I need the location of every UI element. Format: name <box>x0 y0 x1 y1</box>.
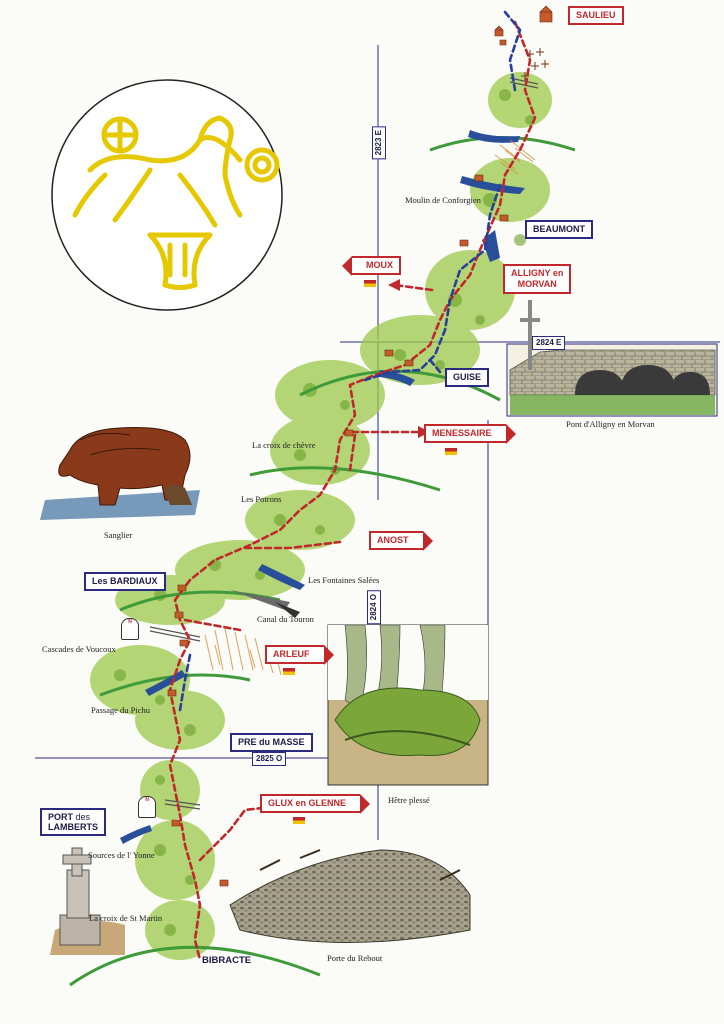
label-canal: Canal du Touron <box>257 614 314 624</box>
sign-port-line1: PORT <box>48 812 74 822</box>
flag-arleuf <box>283 668 295 675</box>
sign-alligny-line1: ALLIGNY en <box>511 268 564 278</box>
label-moulin: Moulin de Conforgien <box>405 195 481 205</box>
road-crossings <box>149 77 539 810</box>
label-cascades: Cascades de Voucoux <box>42 644 116 654</box>
sign-menessaire: MENESSAIRE <box>424 424 515 444</box>
label-porte: Porte du Rebout <box>327 953 383 963</box>
foliage-dots <box>114 89 535 936</box>
route-red <box>168 20 537 962</box>
sign-port-line3: LAMBERTS <box>48 822 98 832</box>
houses <box>167 5 553 887</box>
label-pont: Pont d'Alligny en Morvan <box>566 419 655 429</box>
stone-cross-illustration <box>50 847 125 955</box>
label-croix-chevre: La croix de chèvre <box>252 440 316 450</box>
grid-2823e: 2823 E <box>372 126 386 160</box>
sign-bardiaux: Les BARDIAUX <box>84 572 166 591</box>
label-sanglier: Sanglier <box>104 530 133 540</box>
flag-glux <box>293 817 305 824</box>
orchard <box>521 48 549 80</box>
sign-glux: GLUX en GLENNE <box>260 794 371 814</box>
label-croix-martin: La croix de St Martin <box>89 913 163 923</box>
route-blue <box>178 10 522 712</box>
grid-2824o: 2824 O <box>367 590 381 625</box>
sign-moux: MOUX <box>342 256 401 276</box>
label-pichu: Passage du Pichu <box>91 705 151 715</box>
boar-illustration <box>40 427 200 520</box>
canal <box>230 590 300 618</box>
milestone-2: N <box>138 796 156 818</box>
beech-tree-illustration <box>327 624 489 786</box>
sign-saulieu: SAULIEU <box>568 6 624 25</box>
sign-alligny-line2: MORVAN <box>517 279 557 289</box>
sign-anost: ANOST <box>369 531 432 551</box>
sign-port-des-lamberts: PORT des LAMBERTS <box>40 808 106 836</box>
foliage <box>90 72 552 960</box>
gallic-horse-coin-icon <box>51 79 283 311</box>
label-sources: Sources de l' Yonne <box>88 850 155 860</box>
label-bibracte: BIBRACTE <box>202 955 252 966</box>
label-fontaines: Les Fontaines Salées <box>308 575 380 585</box>
sign-pre-du-masse: PRE du MASSE <box>230 733 313 752</box>
sign-port-line2: des <box>75 812 91 822</box>
flag-menessaire <box>445 448 457 455</box>
sign-alligny: ALLIGNY en MORVAN <box>503 264 572 294</box>
sign-beaumont: BEAUMONT <box>525 220 593 239</box>
grid-2825o: 2825 O <box>252 752 287 766</box>
sign-guise: GUISE <box>445 368 490 387</box>
milestone-1: N <box>121 618 139 640</box>
flag-moux <box>364 280 376 287</box>
sign-arleuf: ARLEUF <box>265 645 333 665</box>
label-hetre: Hêtre plessé <box>388 795 430 805</box>
stone-bridge-illustration <box>506 300 718 417</box>
label-potrons: Les Potrons <box>241 494 282 504</box>
grid-2824e: 2824 E <box>532 336 566 350</box>
rampart-illustration <box>229 849 471 943</box>
